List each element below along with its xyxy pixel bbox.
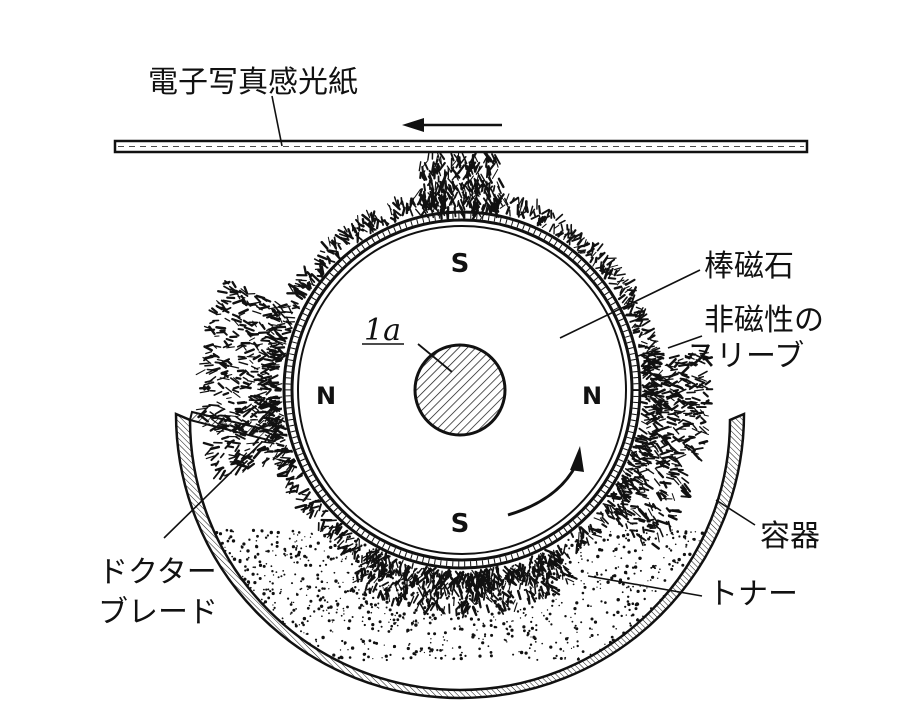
nonmagnetic-sleeve xyxy=(282,210,642,570)
container-label: 容器 xyxy=(760,519,820,554)
photosensitive-paper xyxy=(113,139,809,154)
arrow-left-icon xyxy=(402,118,502,132)
leader-lines xyxy=(163,95,756,597)
shaft-label: 1a xyxy=(364,313,401,348)
sleeve-label-line1: 非磁性の xyxy=(704,303,824,338)
pole-left-label: N xyxy=(316,382,336,410)
sleeve-label-line2: スリーブ xyxy=(686,339,804,374)
shaft xyxy=(413,343,507,437)
pole-top-label: S xyxy=(451,249,470,279)
paper-label: 電子写真感光紙 xyxy=(148,65,358,100)
toner-label: トナー xyxy=(708,577,798,612)
doctor-blade-label-line2: ブレード xyxy=(98,595,218,630)
curved-arrow-icon xyxy=(507,446,584,517)
bar-magnet-label: 棒磁石 xyxy=(704,249,794,284)
container xyxy=(174,412,746,700)
pole-bottom-label: S xyxy=(451,509,470,539)
doctor-blade-label-line1: ドクター xyxy=(98,555,217,590)
doctor-blade xyxy=(188,410,278,443)
pole-right-label: N xyxy=(582,382,602,410)
